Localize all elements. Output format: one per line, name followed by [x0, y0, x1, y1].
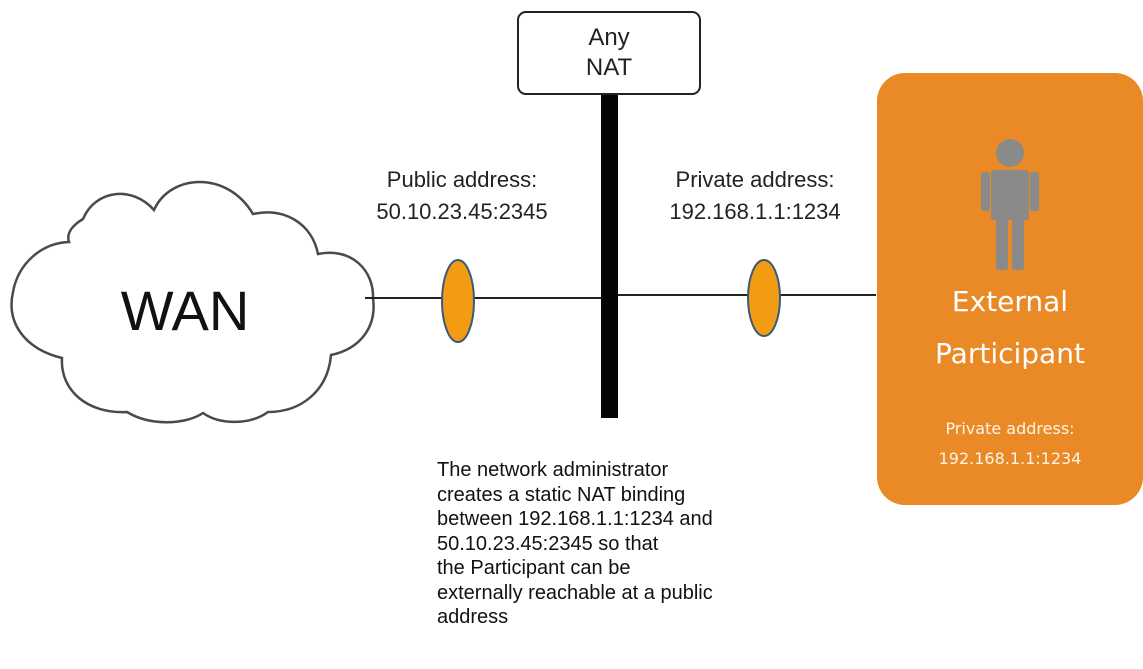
nat-box-line-1: Any: [588, 24, 630, 51]
public-address-title: Public address:: [386, 167, 538, 192]
external-participant-card: External Participant Private address: 19…: [877, 73, 1143, 505]
private-address-value: 192.168.1.1:1234: [669, 199, 841, 224]
wan-label: WAN: [120, 279, 250, 342]
private-endpoint-icon: [747, 259, 781, 337]
private-address-label: Private address: 192.168.1.1:1234: [630, 164, 880, 228]
note-line-2: creates a static NAT binding: [437, 483, 686, 506]
note-line-1: The network administrator: [437, 459, 669, 481]
participant-address-title: Private address:: [945, 419, 1075, 438]
note-line-5: the Participant can be: [437, 557, 631, 579]
nat-binding-note: The network administrator creates a stat…: [437, 458, 857, 630]
note-line-7: address: [437, 606, 509, 628]
person-icon: [981, 139, 1039, 270]
participant-address-value: 192.168.1.1:1234: [938, 449, 1082, 468]
public-address-value: 50.10.23.45:2345: [376, 199, 548, 224]
note-line-6: externally reachable at a public: [437, 581, 713, 604]
participant-name-line-1: External: [951, 285, 1069, 318]
note-line-4: 50.10.23.45:2345 so that: [437, 532, 659, 555]
participant-name-line-2: Participant: [935, 337, 1085, 370]
public-address-label: Public address: 50.10.23.45:2345: [342, 164, 582, 228]
note-line-3: between 192.168.1.1:1234 and: [437, 508, 713, 530]
wan-cloud: [10, 180, 375, 424]
private-address-title: Private address:: [675, 167, 835, 192]
nat-box-line-2: NAT: [585, 54, 633, 81]
public-endpoint-icon: [441, 259, 475, 343]
nat-boundary-line: [601, 95, 618, 418]
nat-device-box: Any NAT: [517, 11, 701, 95]
